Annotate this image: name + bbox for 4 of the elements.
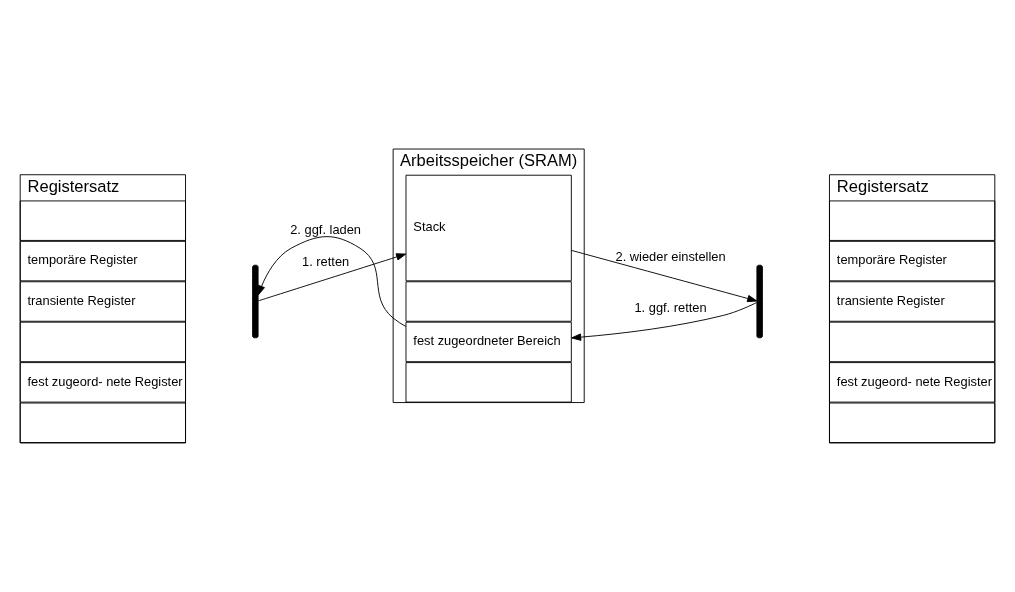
edge-label: 2. wieder einstellen — [615, 249, 726, 265]
edge-label: 1. ggf. retten — [634, 299, 707, 315]
edge-label: 2. ggf. laden — [290, 221, 362, 237]
edge-label: 1. retten — [302, 253, 350, 269]
